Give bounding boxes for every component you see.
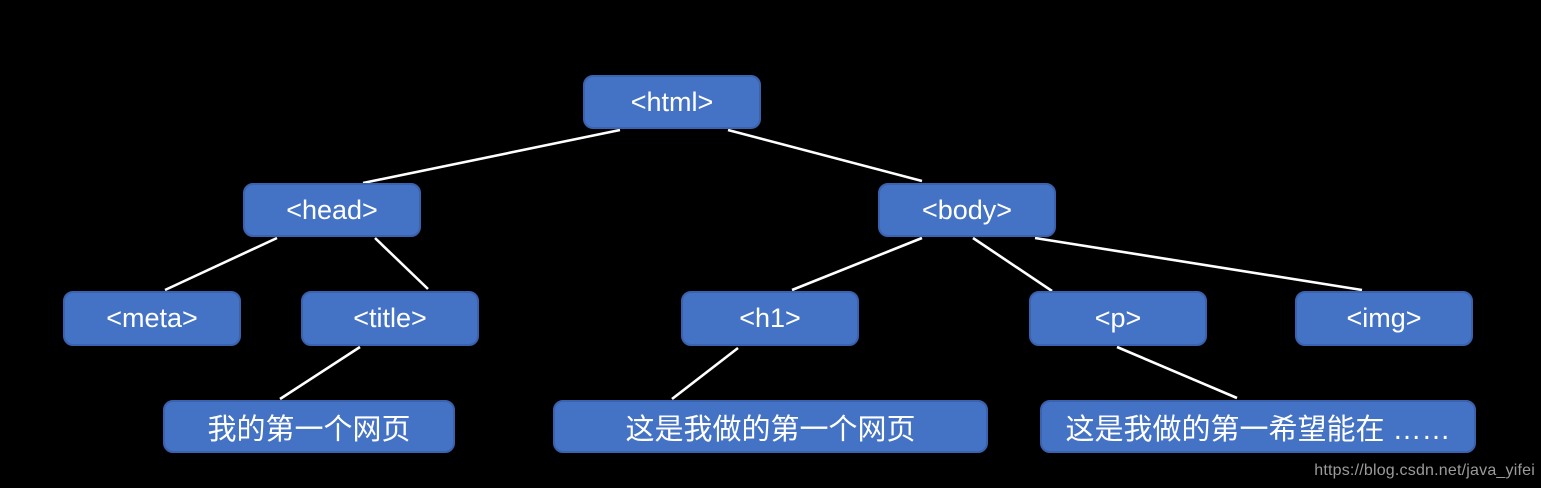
tree-node-p: <p> (1029, 291, 1207, 346)
tree-node-body: <body> (878, 183, 1056, 237)
tree-node-head: <head> (243, 183, 421, 237)
tree-node-html: <html> (583, 75, 761, 129)
tree-node-h1-text: 这是我做的第一个网页 (553, 400, 988, 453)
tree-node-h1: <h1> (681, 291, 859, 346)
tree-node-img: <img> (1295, 291, 1473, 346)
tree-node-p-text: 这是我做的第一希望能在 …… (1040, 400, 1476, 453)
tree-node-title: <title> (301, 291, 479, 346)
tree-node-meta: <meta> (63, 291, 241, 346)
tree-node-title-text: 我的第一个网页 (163, 400, 455, 453)
watermark: https://blog.csdn.net/java_yifei (1314, 462, 1535, 479)
